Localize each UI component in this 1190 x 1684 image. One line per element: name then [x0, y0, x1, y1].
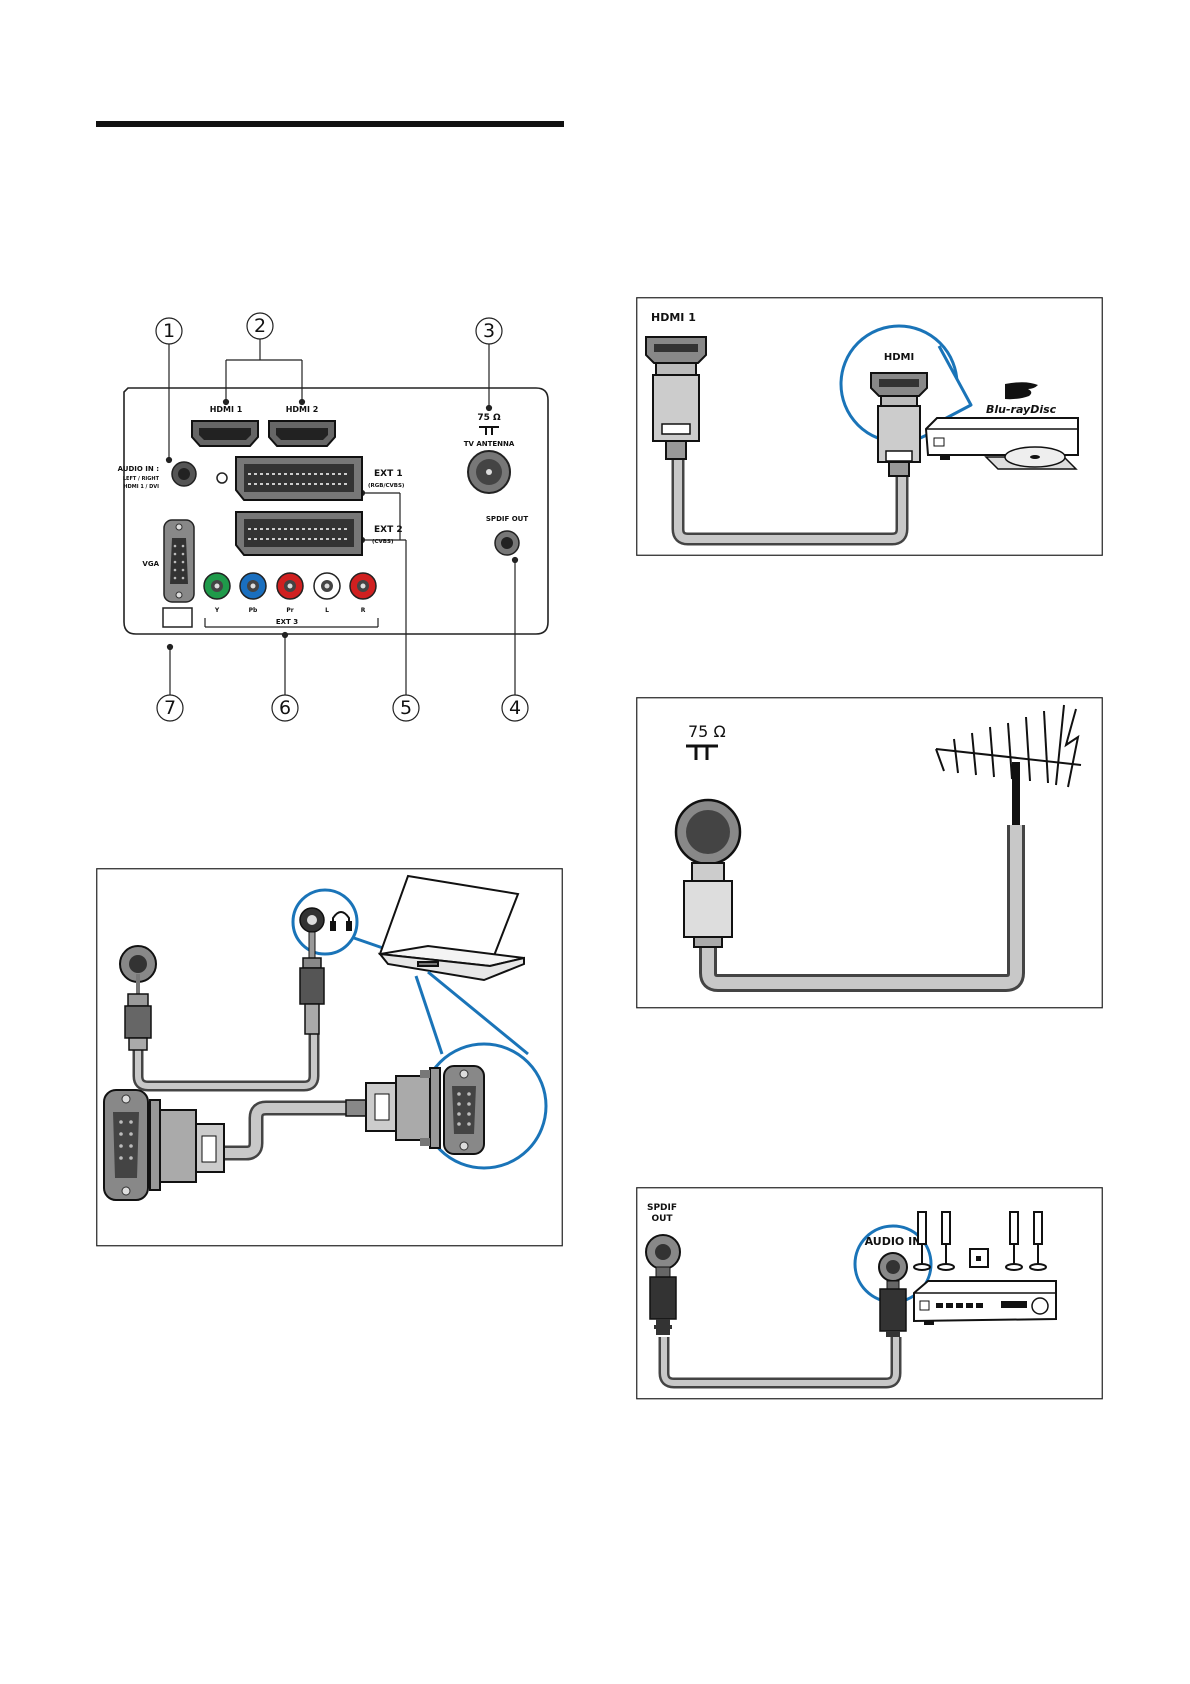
spdif-connection-diagram: SPDIF OUT AUDIO IN	[636, 1187, 1103, 1400]
highlight-pointer-3	[427, 970, 529, 1056]
callout-7: 7	[156, 694, 184, 722]
rca-label-y: Y	[214, 607, 220, 614]
vga-computer-diagram	[96, 868, 563, 1247]
rca-jack-r	[349, 572, 377, 600]
receiver-audio-in-label: AUDIO IN	[865, 1235, 922, 1248]
callout-1: 1	[155, 317, 183, 345]
hdmi2-port	[268, 420, 336, 447]
blu-ray-player	[924, 417, 1079, 470]
svg-text:6: 6	[279, 697, 291, 719]
antenna-connection-diagram: 75 Ω	[636, 697, 1103, 1009]
rca-jack-pb	[239, 572, 267, 600]
hdmi1-port-label: HDMI 1	[651, 311, 696, 324]
receiver-audio-in-plug	[878, 1252, 908, 1337]
callout-leader-lines	[165, 339, 519, 695]
spdif-label-line1: SPDIF	[647, 1203, 677, 1213]
speakers-icon	[913, 1211, 1047, 1271]
tv-audio-jack	[119, 945, 157, 1051]
ext3-bracket	[204, 618, 379, 628]
pc-headphone-jack	[299, 907, 325, 1035]
highlight-pointer-2	[414, 975, 444, 1055]
ext2-label: EXT 2	[374, 525, 403, 535]
laptop-icon	[377, 874, 525, 982]
rca-label-pb: Pb	[249, 607, 258, 614]
hdmi-plug-tv-side	[645, 336, 707, 460]
rca-label-r: R	[361, 607, 366, 614]
ext3-label: EXT 3	[276, 618, 298, 626]
svg-text:2: 2	[254, 315, 266, 337]
av-receiver	[913, 1280, 1057, 1325]
svg-text:1: 1	[163, 320, 175, 342]
spdif-label-line2: OUT	[651, 1214, 673, 1224]
audio-in-jack	[171, 461, 197, 487]
audio-in-label: AUDIO IN :	[118, 465, 160, 473]
ext2-sublabel: (CVBS)	[372, 539, 394, 545]
hdmi-plug-device-side	[870, 372, 928, 477]
hdmi1-port	[191, 420, 259, 447]
blu-ray-logo: Blu-rayDisc	[986, 382, 1057, 416]
rca-jack-pr	[276, 572, 304, 600]
service-port	[162, 607, 193, 628]
screw-hole	[216, 472, 228, 484]
vga-label: VGA	[142, 560, 159, 568]
section-title-rule	[96, 121, 564, 127]
vga-plug-tv-side	[149, 1099, 225, 1191]
rca-jack-l	[313, 572, 341, 600]
spdif-out-port	[494, 530, 520, 556]
ext2-scart-port	[235, 511, 363, 556]
pc-vga-port	[443, 1065, 485, 1155]
vga-plug-pc-side	[345, 1067, 441, 1149]
vga-port	[163, 519, 195, 603]
tv-spdif-plug	[645, 1234, 681, 1335]
ext1-sublabel: (RGB/CVBS)	[368, 483, 405, 489]
svg-text:5: 5	[400, 697, 412, 719]
callout-5: 5	[392, 694, 420, 722]
headphone-icon	[330, 911, 352, 931]
audio-in-sublabel-2: HDMI 1 / DVI	[123, 484, 159, 490]
connector-panel-outline	[123, 387, 549, 635]
hdmi2-label: HDMI 2	[286, 405, 319, 414]
callout-3: 3	[475, 317, 503, 345]
coax-symbol	[479, 426, 499, 435]
coax-symbol-large	[686, 744, 718, 760]
spdif-out-label: SPDIF OUT	[486, 515, 528, 523]
callout-4: 4	[501, 694, 529, 722]
ext1-label: EXT 1	[374, 469, 403, 479]
rca-jack-y	[203, 572, 231, 600]
tv-antenna-port	[467, 450, 511, 494]
svg-text:4: 4	[509, 697, 521, 719]
svg-text:Blu-rayDisc: Blu-rayDisc	[986, 403, 1057, 416]
callout-2: 2	[246, 312, 274, 340]
tv-vga-port	[103, 1089, 149, 1201]
rca-label-l: L	[325, 607, 329, 614]
antenna-ohm-label: 75 Ω	[688, 722, 726, 741]
svg-text:3: 3	[483, 320, 495, 342]
callout-6: 6	[271, 694, 299, 722]
hdmi-connection-diagram: HDMI 1 HDMI Blu-rayDisc	[636, 297, 1103, 556]
svg-text:7: 7	[164, 697, 176, 719]
hdmi1-label: HDMI 1	[210, 405, 243, 414]
ohm-label: 75 Ω	[477, 413, 501, 423]
tv-rear-connectors-diagram: 1 2 3 4 5 6 7	[118, 312, 549, 722]
coax-plug	[674, 798, 742, 948]
audio-in-sublabel-1: LEFT / RIGHT	[123, 476, 160, 482]
antenna-icon	[935, 704, 1082, 825]
rca-label-pr: Pr	[286, 607, 293, 614]
tv-antenna-label: TV ANTENNA	[464, 440, 515, 448]
hdmi-device-port-label: HDMI	[884, 352, 914, 363]
ext1-scart-port	[235, 456, 363, 501]
